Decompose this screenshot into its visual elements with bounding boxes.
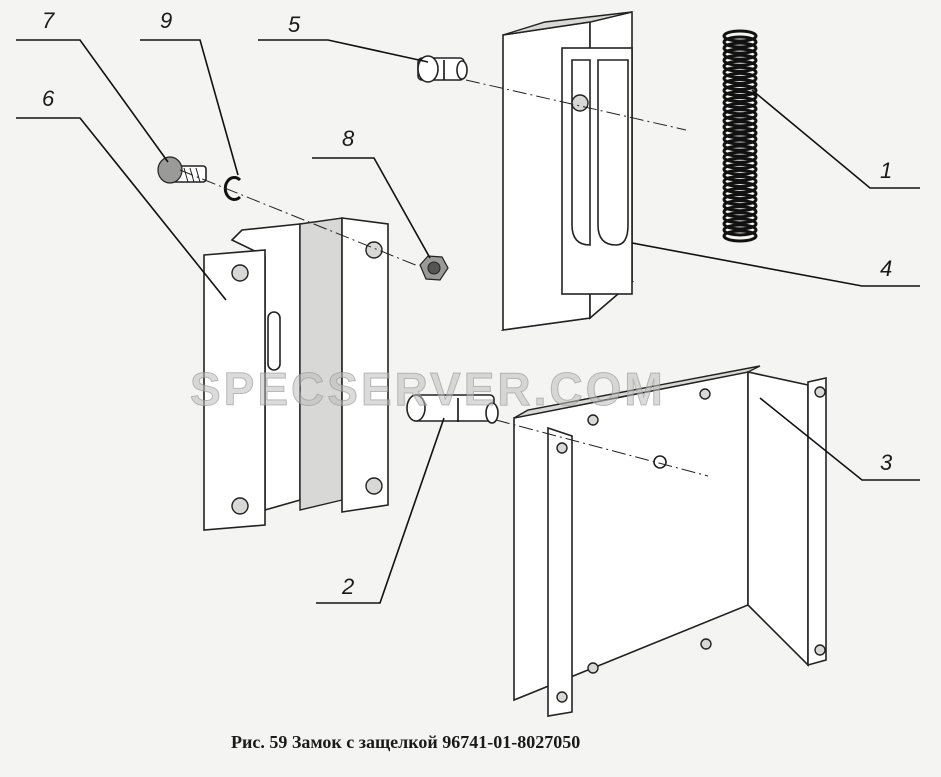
spring-coil xyxy=(722,168,758,182)
spring-coil xyxy=(722,199,758,213)
spring-coil xyxy=(722,217,758,231)
part-8-nut xyxy=(419,255,449,281)
watermark: SPECSERVER.COM xyxy=(190,363,666,416)
callout-6: 6 xyxy=(42,86,55,111)
spring-coil xyxy=(722,181,758,195)
spring-coil xyxy=(722,90,758,104)
spring-coil xyxy=(722,211,758,225)
spring-coil xyxy=(722,138,758,152)
part-2-pin xyxy=(406,394,499,424)
spring-coil xyxy=(722,96,758,110)
callout-8: 8 xyxy=(342,126,355,151)
spring-coil xyxy=(722,108,758,122)
spring-coil xyxy=(722,114,758,128)
part-5-pin xyxy=(417,55,468,83)
spring-coil xyxy=(722,71,758,85)
spring-coil xyxy=(722,193,758,207)
spring-coil xyxy=(722,120,758,134)
spring-coil xyxy=(722,162,758,176)
part-4-guide-block xyxy=(500,10,635,332)
spring-coil xyxy=(722,174,758,188)
callout-7: 7 xyxy=(42,8,55,33)
part-7-bolt xyxy=(157,156,207,184)
callout-1: 1 xyxy=(880,158,893,183)
spring-coil xyxy=(722,132,758,146)
part-1-spring xyxy=(722,29,758,243)
leader-lines xyxy=(16,39,920,604)
spring-coil xyxy=(722,144,758,158)
part-6-bracket xyxy=(203,217,389,531)
spring-coil xyxy=(722,29,758,43)
callout-9: 9 xyxy=(160,8,173,33)
spring-coil xyxy=(722,77,758,91)
part-9-washer xyxy=(223,176,242,201)
spring-coil xyxy=(722,59,758,73)
spring-coil xyxy=(722,102,758,116)
spring-coil xyxy=(722,65,758,79)
spring-coil xyxy=(722,205,758,219)
figure-caption: Рис. 59 Замок с защелкой 96741-01-802705… xyxy=(231,732,581,752)
callout-3: 3 xyxy=(880,450,893,475)
spring-coil xyxy=(722,156,758,170)
spring-coil xyxy=(722,47,758,61)
spring-coil xyxy=(722,126,758,140)
callout-2: 2 xyxy=(342,574,355,599)
spring-coil xyxy=(722,41,758,55)
spring-coil xyxy=(722,53,758,67)
spring-coil xyxy=(722,187,758,201)
spring-coil xyxy=(722,223,758,237)
spring-coil xyxy=(722,84,758,98)
callout-4: 4 xyxy=(880,256,893,281)
part-3-housing xyxy=(513,365,827,717)
assembly-axes xyxy=(179,79,709,477)
callout-5: 5 xyxy=(288,12,301,37)
spring-coil xyxy=(722,150,758,164)
spring-coil xyxy=(722,229,758,243)
spring-coil xyxy=(722,35,758,49)
